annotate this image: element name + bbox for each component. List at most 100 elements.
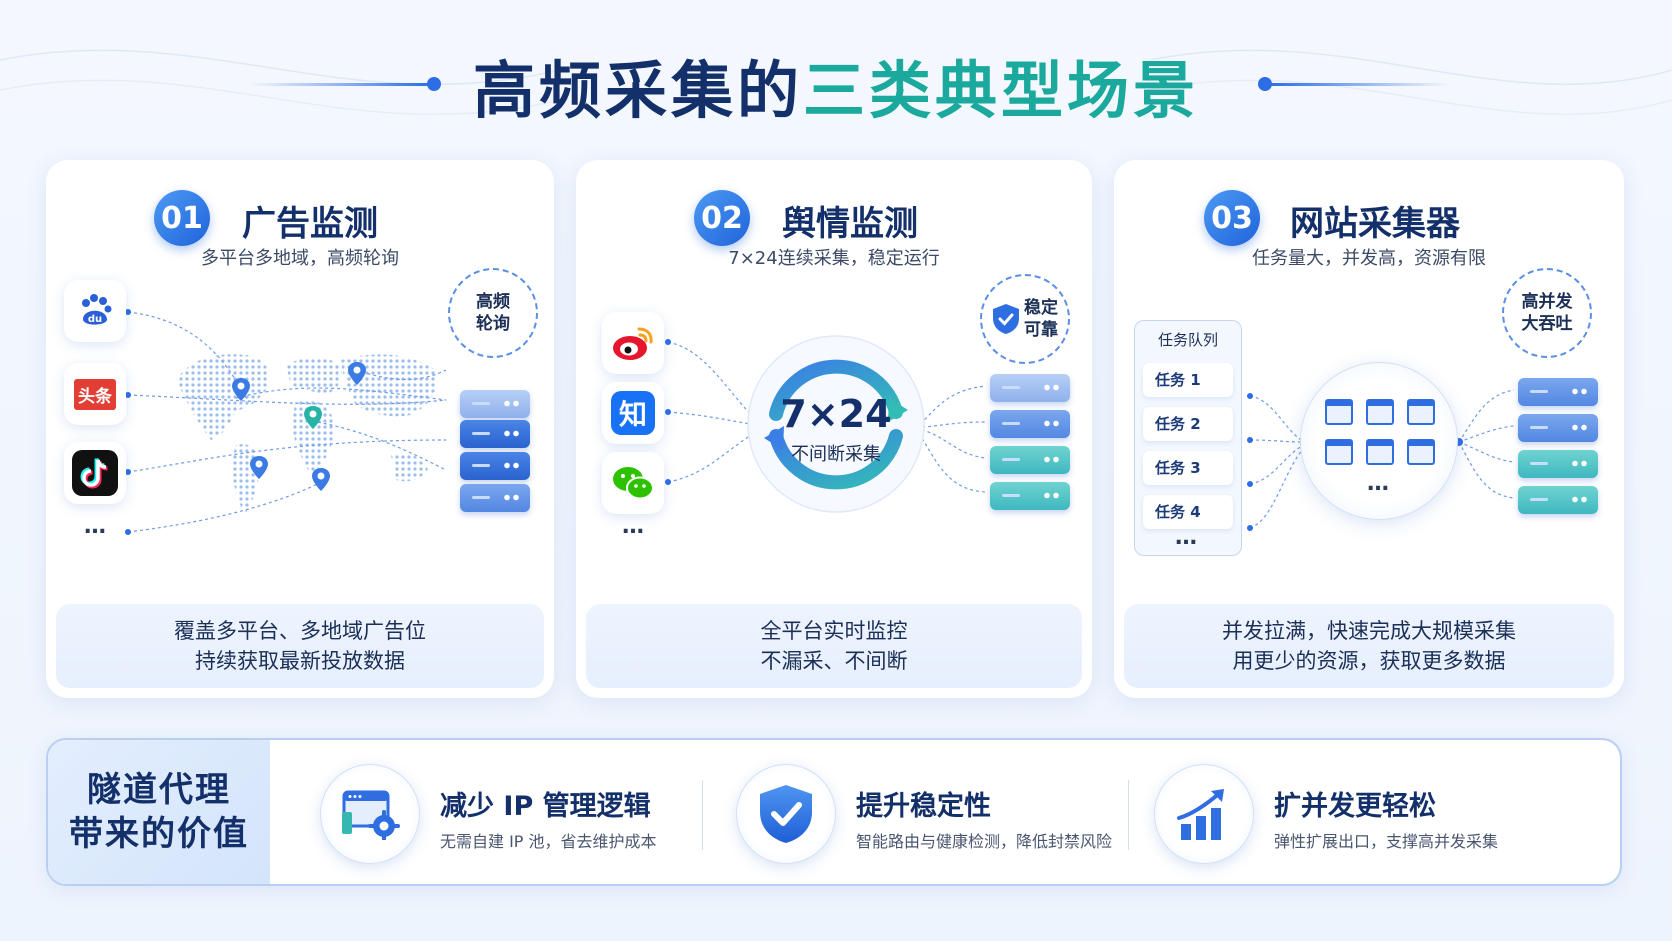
map-pin-icon <box>250 456 268 479</box>
value-description: 弹性扩展出口，支撑高并发采集 <box>1274 832 1499 851</box>
title-line-right <box>1270 83 1450 86</box>
footer-line-1: 并发拉满，快速完成大规模采集 <box>1222 619 1516 643</box>
zhihu-label: 知 <box>611 391 655 435</box>
footer-line-1: 覆盖多平台、多地域广告位 <box>174 619 426 643</box>
concurrency-pool: … <box>1300 362 1458 520</box>
header: 高频采集的三类典型场景 <box>0 40 1672 130</box>
baidu-paw-icon: du <box>82 294 112 325</box>
card-footer: 全平台实时监控 不漏采、不间断 <box>586 604 1082 688</box>
card-number: 02 <box>694 190 750 246</box>
card-number: 01 <box>154 190 210 246</box>
page-title-part1: 高频采集的 <box>472 54 803 127</box>
throughput-badge: 高并发 大吞吐 <box>1502 268 1592 358</box>
window-icon <box>1325 439 1353 465</box>
douyin-icon <box>64 442 126 504</box>
value-description: 无需自建 IP 池，省去维护成本 <box>440 832 657 851</box>
server-icon <box>460 420 530 448</box>
value-bar-label-line-1: 隧道代理 <box>87 770 231 810</box>
server-icon <box>990 482 1070 510</box>
toutiao-label: 头条 <box>74 378 116 410</box>
server-icon <box>460 452 530 480</box>
stability-badge: 稳定 可靠 <box>980 274 1070 364</box>
more-platforms: … <box>622 514 645 539</box>
title-line-left <box>250 83 430 86</box>
server-icon <box>990 374 1070 402</box>
shield-check-icon <box>736 764 836 864</box>
server-icon <box>990 446 1070 474</box>
server-icon <box>1518 486 1598 514</box>
badge-line-2: 可靠 <box>1024 320 1058 340</box>
server-icon <box>1518 378 1598 406</box>
title-dot-left <box>427 77 441 91</box>
footer-line-2: 持续获取最新投放数据 <box>195 649 405 673</box>
card-footer: 并发拉满，快速完成大规模采集 用更少的资源，获取更多数据 <box>1124 604 1614 688</box>
world-map <box>176 354 437 515</box>
connection-lines <box>125 309 447 535</box>
task-queue: 任务队列 任务 1 任务 2 任务 3 任务 4 … <box>1134 320 1242 556</box>
map-pin-icon <box>348 362 366 385</box>
card-header: 01 广告监测 <box>46 190 554 246</box>
toutiao-icon: 头条 <box>64 363 126 425</box>
douyin-note-icon <box>72 450 118 496</box>
badge-line-1: 高频 <box>476 292 510 312</box>
value-title: 扩并发更轻松 <box>1274 791 1436 822</box>
window-icon <box>1325 399 1353 425</box>
window-icon <box>1407 399 1435 425</box>
map-pin-icon <box>304 406 322 429</box>
badge-line-2: 轮询 <box>476 314 510 334</box>
weibo-logo-icon <box>613 327 653 360</box>
center-small-label: 不间断采集 <box>791 444 881 465</box>
ad-monitoring-diagram: du 头条 … 高频 轮询 <box>46 268 554 570</box>
page-title-part2: 三类典型场景 <box>803 54 1200 127</box>
card-title: 广告监测 <box>242 204 378 244</box>
sentiment-diagram: 知 … 7×24 不间断采集 <box>576 270 1092 570</box>
card-subtitle: 任务量大，并发高，资源有限 <box>1252 248 1486 269</box>
footer-line-2: 不漏采、不间断 <box>760 649 908 673</box>
zhihu-icon: 知 <box>602 382 664 444</box>
window-icon <box>1407 439 1435 465</box>
value-description: 智能路由与健康检测，降低封禁风险 <box>856 832 1113 851</box>
card-title: 网站采集器 <box>1290 204 1460 244</box>
value-item-ip-management: 减少 IP 管理逻辑 无需自建 IP 池，省去维护成本 <box>320 740 720 884</box>
server-icon <box>1518 414 1598 442</box>
server-icon <box>460 390 530 418</box>
title-dot-right <box>1258 77 1272 91</box>
page-title: 高频采集的三类典型场景 <box>473 40 1199 130</box>
wechat-logo-icon <box>613 467 654 500</box>
window-icon <box>1366 439 1394 465</box>
card-footer: 覆盖多平台、多地域广告位 持续获取最新投放数据 <box>56 604 544 688</box>
task-item: 任务 2 <box>1143 407 1233 441</box>
server-icon <box>1518 450 1598 478</box>
divider <box>1128 780 1129 850</box>
card-header: 02 舆情监测 <box>576 190 1092 246</box>
footer-line-1: 全平台实时监控 <box>760 619 908 643</box>
value-bar-label-line-2: 带来的价值 <box>69 814 249 854</box>
more-windows: … <box>1367 471 1390 496</box>
card-number: 03 <box>1204 190 1260 246</box>
shield-check-icon <box>993 304 1019 334</box>
card-title: 舆情监测 <box>782 204 918 244</box>
queue-title: 任务队列 <box>1157 331 1218 349</box>
server-icon <box>990 410 1070 438</box>
continuous-cycle-ring <box>747 335 925 513</box>
wechat-icon <box>602 452 664 514</box>
map-pin-icon <box>312 468 330 491</box>
badge-line-1: 稳定 <box>1024 298 1058 318</box>
svg-text:du: du <box>88 314 102 325</box>
value-title: 减少 IP 管理逻辑 <box>440 791 651 822</box>
card-sentiment-monitoring: 02 舆情监测 7×24连续采集，稳定运行 <box>576 160 1092 698</box>
more-tasks: … <box>1175 525 1198 550</box>
value-bar-label: 隧道代理 带来的价值 <box>48 740 270 884</box>
task-item: 任务 4 <box>1143 495 1233 529</box>
value-item-stability: 提升稳定性 智能路由与健康检测，降低封禁风险 <box>736 740 1136 884</box>
card-subtitle: 多平台多地域，高频轮询 <box>201 248 399 269</box>
divider <box>702 780 703 850</box>
browser-gear-icon <box>320 764 420 864</box>
badge-line-2: 大吞吐 <box>1521 314 1573 334</box>
card-header: 03 网站采集器 <box>1114 190 1624 246</box>
card-web-crawler: 03 网站采集器 任务量大，并发高，资源有限 任务队列 任务 1 任务 <box>1114 160 1624 698</box>
bar-chart-up-icon <box>1154 764 1254 864</box>
server-icon <box>460 484 530 512</box>
baidu-icon: du <box>64 280 126 342</box>
